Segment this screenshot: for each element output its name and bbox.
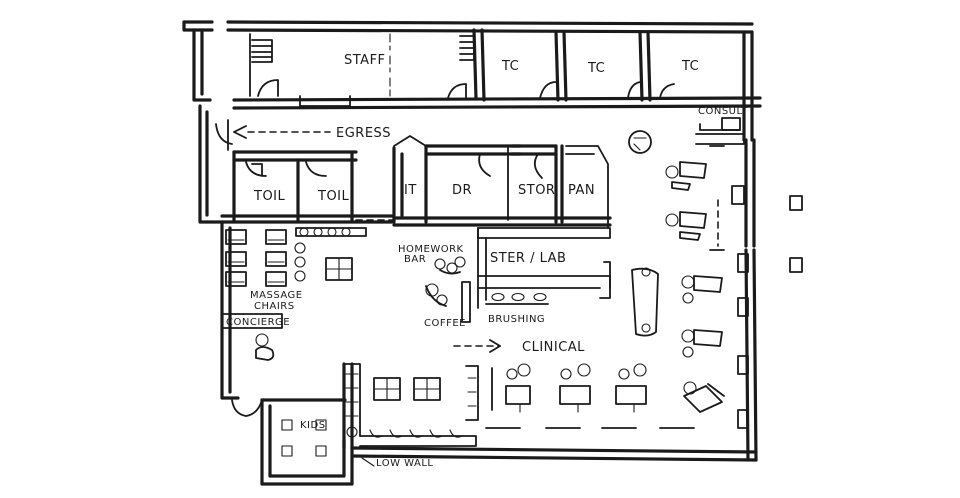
staff-room: STAFF — [249, 33, 391, 107]
clinical-bays-right — [631, 145, 749, 429]
room-label-tc-3: TC — [681, 59, 699, 74]
label-homework-bar-1: HOMEWORK — [398, 244, 464, 255]
room-label-consult: CONSULT — [698, 106, 748, 117]
toilet-rooms: TOIL TOIL — [220, 150, 394, 224]
egress-corridor: EGRESS — [215, 119, 391, 151]
ster-lab: STER / LAB BRUSHING — [477, 227, 611, 325]
room-label-ster-lab: STER / LAB — [490, 251, 566, 266]
room-label-staff: STAFF — [344, 53, 386, 68]
room-label-tc-1: TC — [501, 59, 519, 74]
clinical-arrow: CLINICAL — [453, 339, 585, 355]
room-label-dr: DR — [452, 183, 472, 198]
label-massage-chairs-2: CHAIRS — [254, 301, 295, 312]
label-low-wall: LOW WALL — [376, 458, 433, 469]
tc-rooms: TC TC TC — [447, 28, 699, 102]
room-label-stor: STOR — [518, 183, 555, 198]
low-wall-area: LOW WALL — [342, 362, 479, 469]
label-massage-chairs-1: MASSAGE — [250, 290, 303, 301]
seating-lounge — [294, 227, 367, 282]
room-label-tc-2: TC — [587, 61, 605, 76]
label-homework-bar-2: BAR — [404, 254, 426, 265]
homework-bar: HOMEWORK BAR — [398, 244, 466, 275]
coffee-bar: COFFEE — [424, 281, 471, 329]
room-label-brushing: BRUSHING — [488, 314, 545, 325]
label-kids: KIDS — [300, 420, 326, 431]
massage-chairs: MASSAGE CHAIRS — [225, 229, 303, 312]
room-label-egress: EGRESS — [336, 126, 391, 141]
room-label-it: IT — [404, 183, 417, 198]
exterior-window-markers — [789, 195, 803, 273]
clinical-bays-bottom — [485, 363, 695, 429]
room-label-toil-2: TOIL — [317, 189, 350, 204]
label-coffee: COFFEE — [424, 318, 466, 329]
label-concierge: CONCIERGE — [226, 317, 290, 328]
room-label-pan: PAN — [568, 183, 595, 198]
exterior-walls — [182, 20, 762, 486]
room-label-toil-1: TOIL — [253, 189, 286, 204]
consult-area: CONSULT — [628, 106, 748, 154]
concierge-desk: CONCIERGE — [221, 313, 290, 361]
kids-room: KIDS — [231, 399, 327, 457]
label-clinical: CLINICAL — [522, 340, 585, 355]
support-rooms: IT DR STOR PAN — [355, 135, 612, 229]
